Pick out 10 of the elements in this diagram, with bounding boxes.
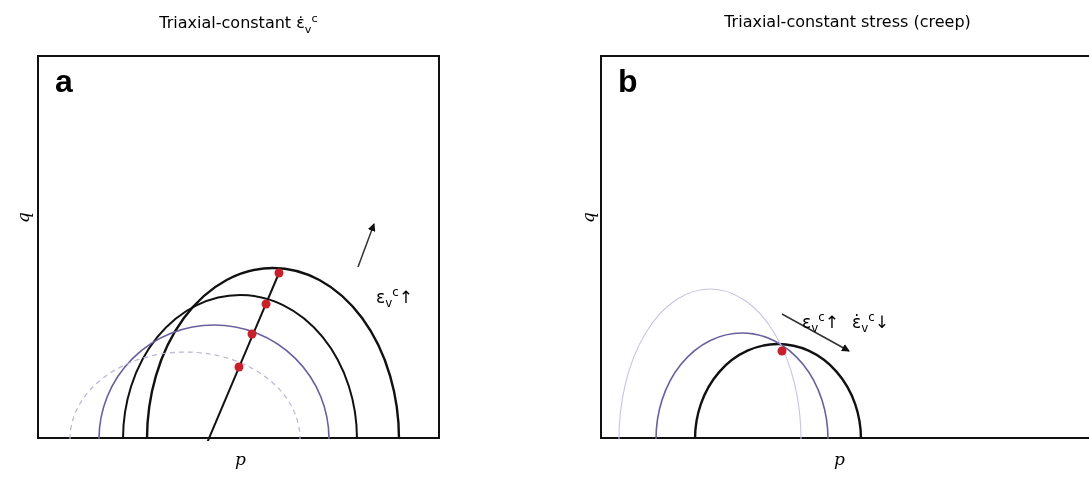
axis-label: q [579,212,597,223]
strain-label: ε̇$_{v}$$^{c}$↓ [852,312,890,335]
axis-label: q [14,212,32,223]
strain-label: ε$_{v}$$^{c}$↑ [802,312,840,335]
axis-label: p [834,451,845,468]
axis-label: p [235,451,246,468]
panel-letter: b [618,63,638,100]
panel-title: Triaxial-constant stress (creep) [723,12,972,31]
strain-label: ε$_{v}$$^{c}$↑ [376,287,414,310]
panel-letter: a [55,63,73,100]
